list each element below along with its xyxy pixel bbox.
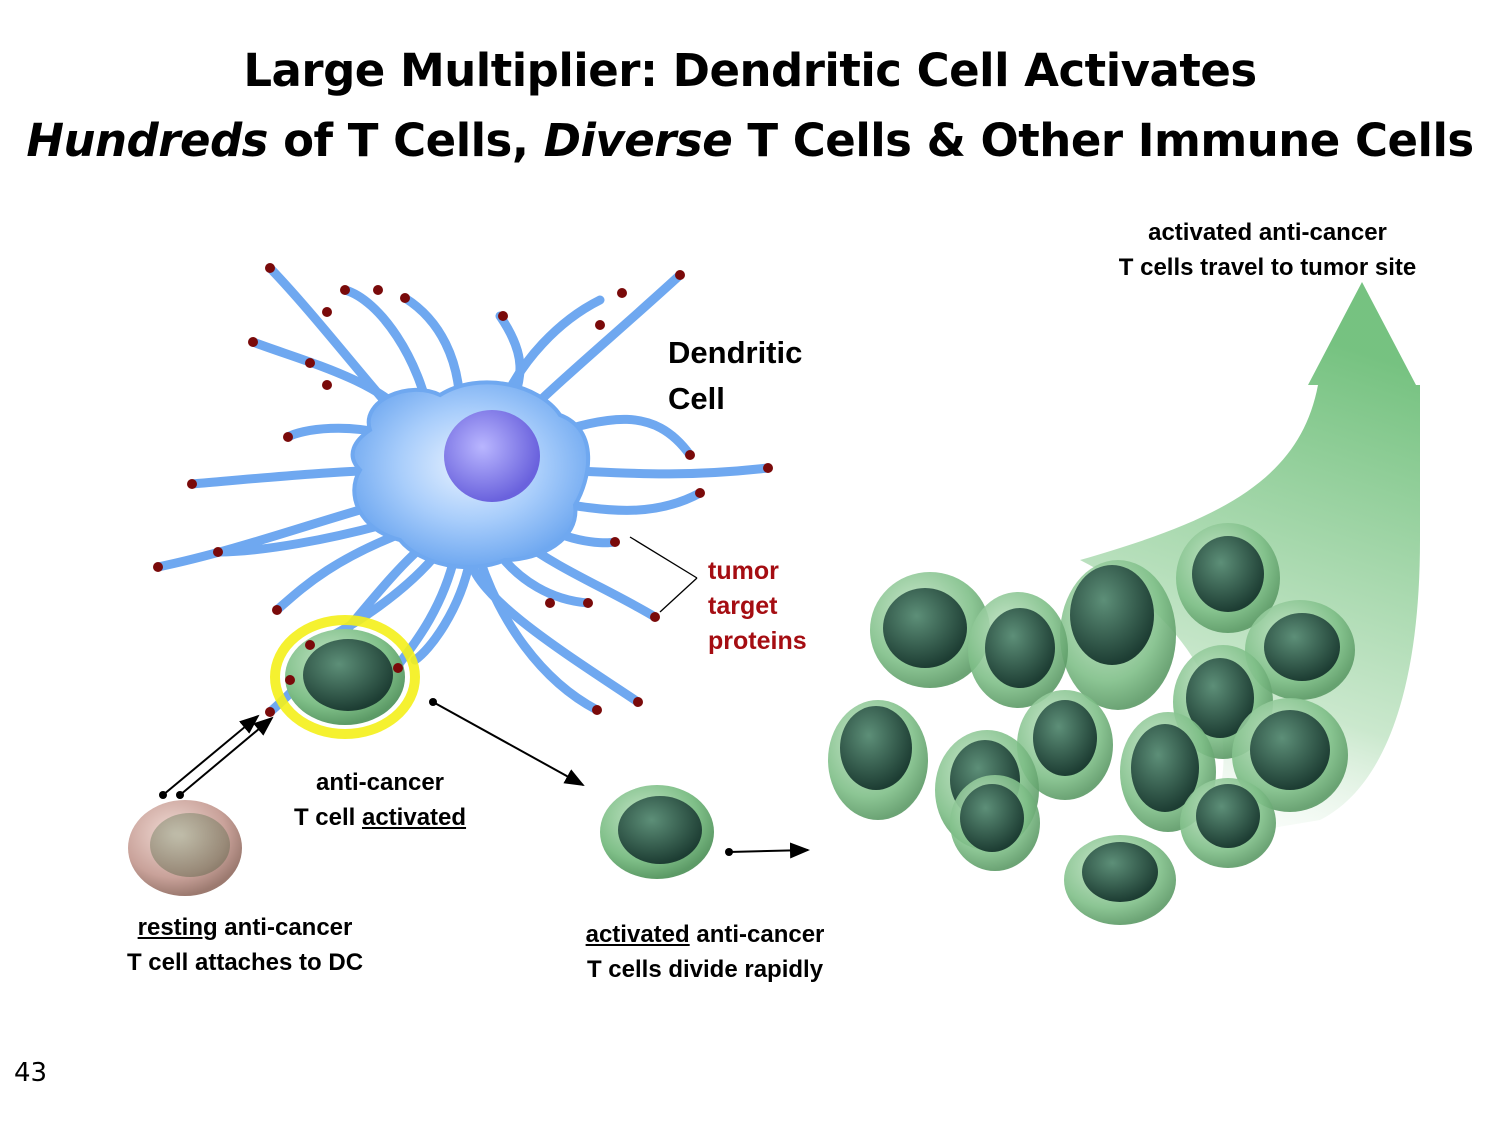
travel-label-line2: T cells travel to tumor site — [1118, 254, 1417, 281]
cluster-t-cell — [1060, 560, 1176, 710]
cluster-t-cell — [870, 572, 990, 688]
title-emphasis-diverse: Diverse — [543, 114, 733, 167]
title-text: T Cells & Other Immune Cells — [732, 114, 1474, 167]
travel-label-line1: activated anti-cancer — [1148, 219, 1387, 246]
cluster-t-cell — [828, 700, 928, 820]
dividing-t-cell — [600, 785, 714, 879]
cluster-t-cell — [950, 775, 1040, 871]
nucleus — [444, 410, 540, 502]
activated-label-line1: anti-cancer — [315, 769, 445, 796]
dendritic-cell-label-line2: Cell — [668, 381, 725, 416]
dendritic-cell-label-line1: Dendritic — [668, 335, 803, 370]
cluster-t-cell — [1064, 835, 1176, 925]
activated-label-plain: T cell — [293, 804, 362, 831]
tumor-target-proteins-label: tumor target proteins — [708, 554, 807, 659]
tumor-pointer-lines — [629, 536, 698, 613]
activated-t-cell-label: anti-cancer T cell activated — [255, 765, 505, 835]
title-emphasis-hundreds: Hundreds — [26, 114, 268, 167]
cluster-t-cell — [968, 592, 1068, 708]
tumor-label-line3: proteins — [708, 627, 807, 655]
resting-t-cell — [128, 800, 242, 896]
resting-label-line1: anti-cancer — [217, 914, 353, 941]
slide-title-line-1: Large Multiplier: Dendritic Cell Activat… — [243, 44, 1257, 97]
divide-label-underlined: activated — [585, 921, 690, 948]
activated-label-underlined: activated — [361, 804, 467, 831]
cluster-t-cell — [1176, 523, 1280, 633]
title-text: of T Cells, — [267, 114, 544, 167]
tumor-label-line1: tumor — [708, 557, 779, 585]
resting-label-underlined: resting — [137, 914, 218, 941]
process-arrows — [159, 698, 810, 859]
resting-label-line2: T cell attaches to DC — [126, 949, 364, 976]
t-cell-cluster — [828, 523, 1355, 925]
slide-title-line-2: Hundreds of T Cells, Diverse T Cells & O… — [0, 114, 1500, 167]
cluster-t-cell — [1180, 778, 1276, 868]
travel-label: activated anti-cancer T cells travel to t… — [1085, 215, 1450, 285]
dividing-t-cells-label: activated anti-cancer T cells divide rapi… — [555, 917, 855, 987]
divide-label-line2: T cells divide rapidly — [586, 956, 824, 983]
dendritic-cell — [153, 263, 773, 717]
resting-t-cell-label: resting anti-cancer T cell attaches to DC — [85, 910, 405, 980]
tumor-label-line2: target — [708, 592, 778, 620]
page-number: 43 — [14, 1058, 48, 1088]
cluster-t-cell — [1245, 600, 1355, 700]
activated-t-cell — [270, 615, 420, 739]
divide-label-line1: anti-cancer — [689, 921, 825, 948]
cluster-t-cell — [1017, 690, 1113, 800]
cluster-t-cell — [1232, 698, 1348, 812]
